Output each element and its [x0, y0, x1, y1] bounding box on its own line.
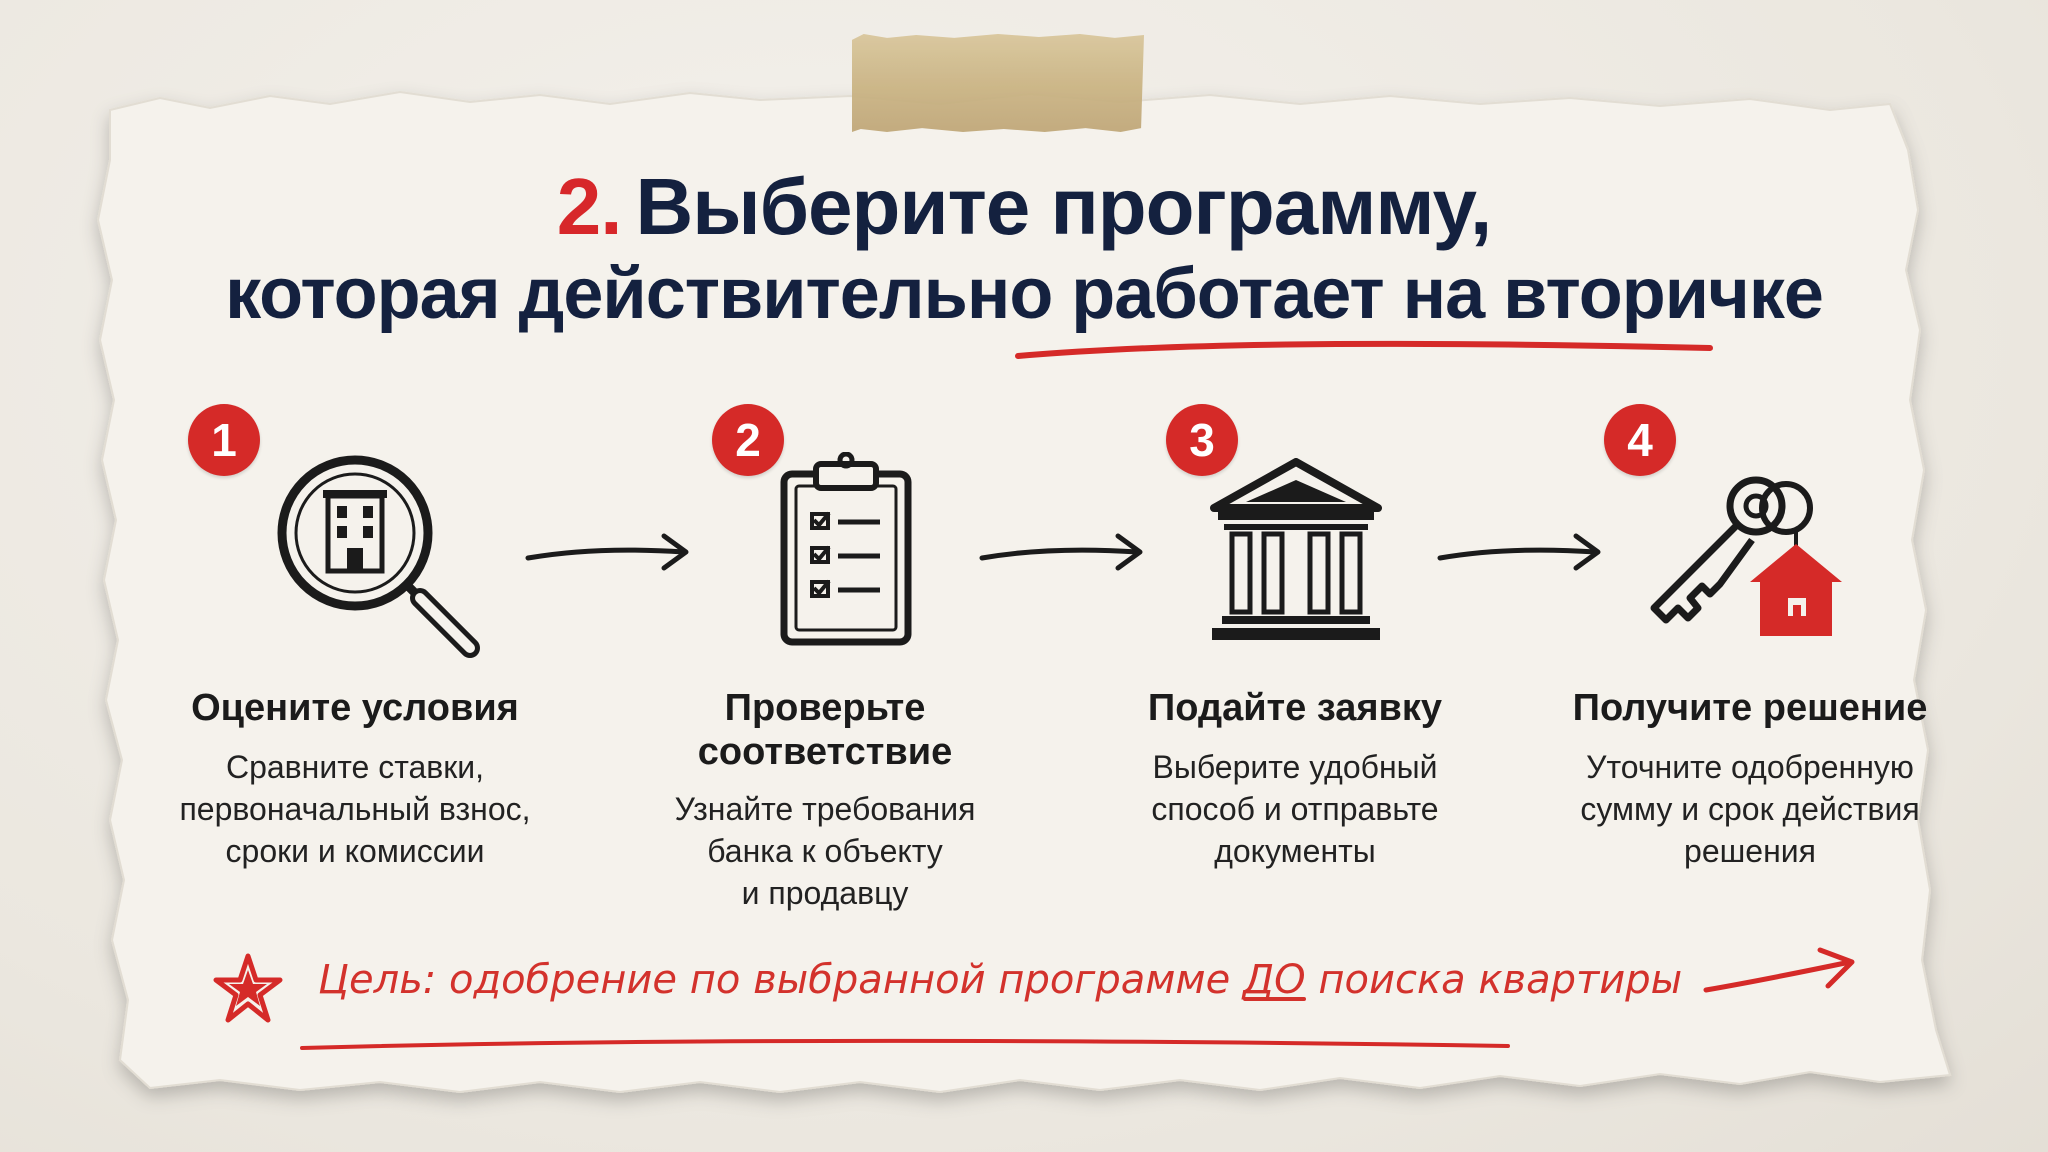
step-2-desc-line: Узнайте требования: [674, 791, 976, 827]
step-4-number: 4: [1604, 404, 1676, 476]
clipboard-checklist-icon: [780, 452, 912, 646]
step-2-desc-line: банка к объекту: [707, 833, 943, 869]
heading-line-2: которая действительно работает на вторич…: [0, 252, 2048, 336]
goal-text: Цель: одобрение по выбранной программе Д…: [318, 952, 1698, 1008]
goal-suffix: поиска квартиры: [1305, 957, 1683, 1003]
key-house-icon: [1650, 476, 1842, 636]
magnifier-building-icon: [277, 455, 480, 658]
goal-emphasis: ДО: [1242, 957, 1306, 1003]
step-3-desc-line: Выберите удобный: [1152, 749, 1438, 785]
heading-line-1: 2.Выберите программу,: [0, 162, 2048, 252]
goal-underline: [300, 1038, 1510, 1050]
step-4-desc-line: Уточните одобренную: [1586, 749, 1914, 785]
step-4-desc-line: сумму и срок действия: [1580, 791, 1920, 827]
arrow-step-2-3: [979, 533, 1143, 571]
heading-text-1: Выберите программу,: [635, 162, 1493, 251]
tape-strip: [852, 34, 1144, 132]
step-3-desc-line: способ и отправьте: [1151, 791, 1439, 827]
step-1-desc-line: Сравните ставки,: [225, 749, 485, 785]
step-2-desc-line: и продавцу: [741, 875, 909, 911]
goal-arrow: [1703, 947, 1855, 993]
step-2-description: Узнайте требования банка к объекту и про…: [640, 788, 1010, 914]
step-1-title: Оцените условия: [191, 687, 519, 729]
step-3-description: Выберите удобный способ и отправьте доку…: [1110, 746, 1480, 872]
step-4-desc-line: решения: [1684, 833, 1816, 869]
step-3-title: Подайте заявку: [1147, 687, 1443, 729]
step-1-desc-line: сроки и комиссии: [225, 833, 485, 869]
step-2-number: 2: [712, 404, 784, 476]
step-1-desc-line: первоначальный взнос,: [179, 791, 531, 827]
heading-text-2-highlight: работает на вторичке: [1071, 254, 1824, 334]
step-4-description: Уточните одобренную сумму и срок действи…: [1540, 746, 1960, 872]
star-icon: [213, 953, 283, 1023]
step-2-title-line: соответствие: [697, 731, 953, 773]
arrow-step-1-2: [525, 533, 689, 571]
bank-building-icon: [1210, 458, 1382, 640]
step-4-title: Получите решение: [1572, 687, 1928, 729]
step-3-desc-line: документы: [1214, 833, 1376, 869]
step-2-title-line: Проверьте: [724, 687, 926, 729]
step-1-description: Сравните ставки, первоначальный взнос, с…: [150, 746, 560, 872]
heading-number: 2.: [556, 162, 623, 251]
heading-underline: [1015, 340, 1713, 359]
arrow-step-3-4: [1437, 533, 1601, 571]
goal-prefix: Цель: одобрение по выбранной программе: [318, 957, 1243, 1003]
step-1-number: 1: [188, 404, 260, 476]
step-3-number: 3: [1166, 404, 1238, 476]
step-2-title: Проверьте соответствие: [640, 686, 1010, 774]
heading-text-2-start: которая действительно: [225, 254, 1072, 334]
